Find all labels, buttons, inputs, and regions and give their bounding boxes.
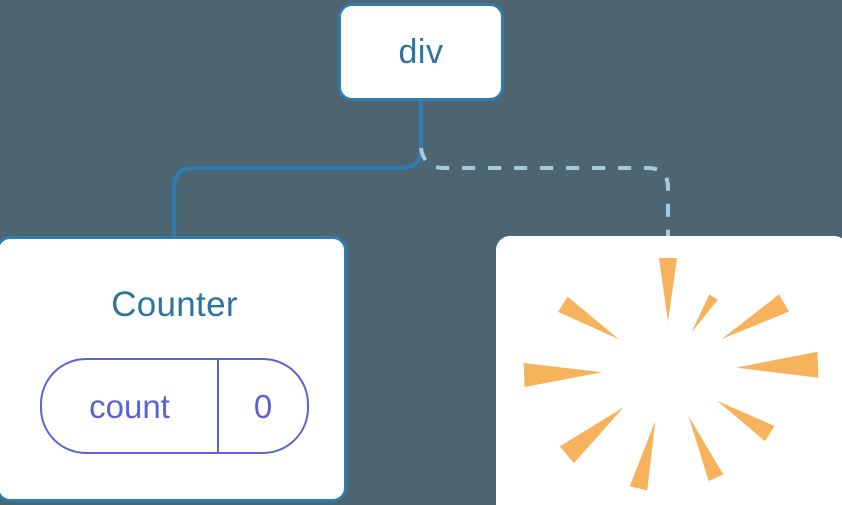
node-div[interactable]: div bbox=[338, 3, 504, 101]
sparkle-burst-icon bbox=[523, 258, 819, 491]
node-counter-label: Counter bbox=[111, 285, 238, 324]
burst-ray-3 bbox=[735, 351, 819, 378]
node-div-label: div bbox=[398, 33, 444, 71]
edge-root-to-burst bbox=[419, 147, 670, 238]
burst-ray-7 bbox=[559, 407, 624, 464]
burst-ray-0 bbox=[659, 258, 677, 322]
state-pill[interactable]: count 0 bbox=[40, 358, 309, 454]
node-burst[interactable] bbox=[496, 236, 842, 505]
burst-ray-4 bbox=[717, 400, 775, 442]
burst-ray-9 bbox=[558, 296, 619, 340]
burst-ray-5 bbox=[688, 415, 724, 482]
node-counter[interactable]: Counter count 0 bbox=[0, 236, 347, 502]
burst-ray-8 bbox=[523, 363, 603, 388]
burst-ray-2 bbox=[721, 294, 790, 339]
edge-root-to-counter bbox=[172, 101, 423, 238]
state-key: count bbox=[89, 387, 170, 425]
state-value: 0 bbox=[253, 387, 273, 425]
burst-ray-1 bbox=[691, 294, 718, 333]
state-pill-divider bbox=[217, 360, 219, 452]
burst-ray-6 bbox=[629, 420, 656, 491]
